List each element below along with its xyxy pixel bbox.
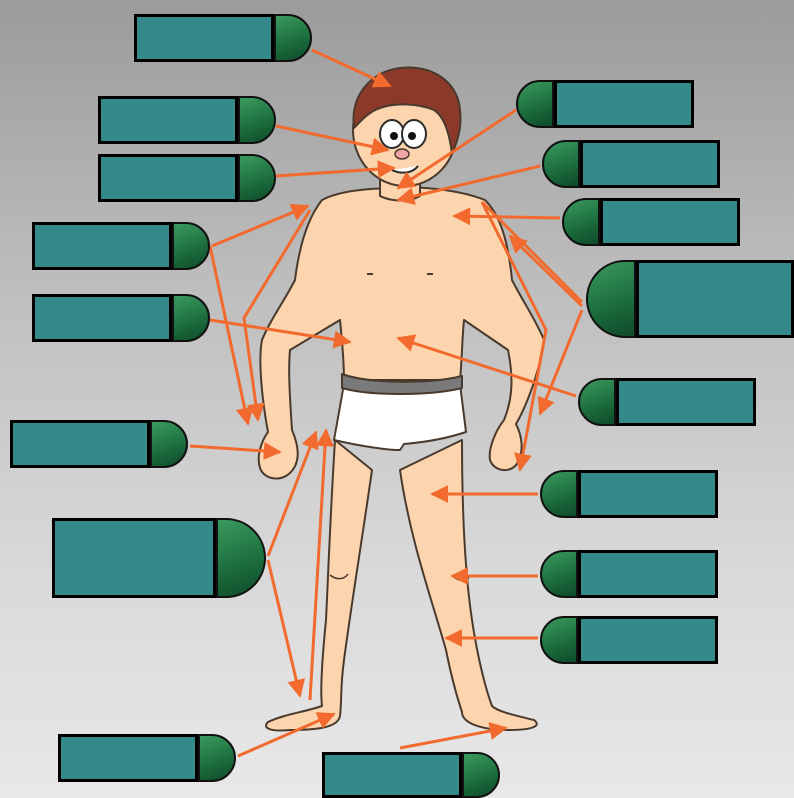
label-box-arm[interactable]: [636, 260, 794, 338]
label-box-chin[interactable]: [554, 80, 694, 128]
label-box-mouth[interactable]: [98, 154, 238, 202]
label-box-nose[interactable]: [98, 96, 238, 144]
label-box-chest[interactable]: [616, 378, 756, 426]
label-box-leg[interactable]: [52, 518, 216, 598]
label-box-thigh[interactable]: [578, 470, 718, 518]
label-box-shin[interactable]: [578, 616, 718, 664]
label-box-elbow[interactable]: [32, 222, 172, 270]
label-box-foot[interactable]: [58, 734, 198, 782]
right-leg: [400, 440, 537, 730]
label-box-shoulder[interactable]: [600, 198, 740, 246]
label-box-hair[interactable]: [134, 14, 274, 62]
label-box-neck[interactable]: [580, 140, 720, 188]
label-box-hand[interactable]: [10, 420, 150, 468]
label-box-stomach[interactable]: [32, 294, 172, 342]
label-box-knee[interactable]: [578, 550, 718, 598]
left-leg: [266, 440, 372, 731]
label-box-toes[interactable]: [322, 752, 462, 798]
